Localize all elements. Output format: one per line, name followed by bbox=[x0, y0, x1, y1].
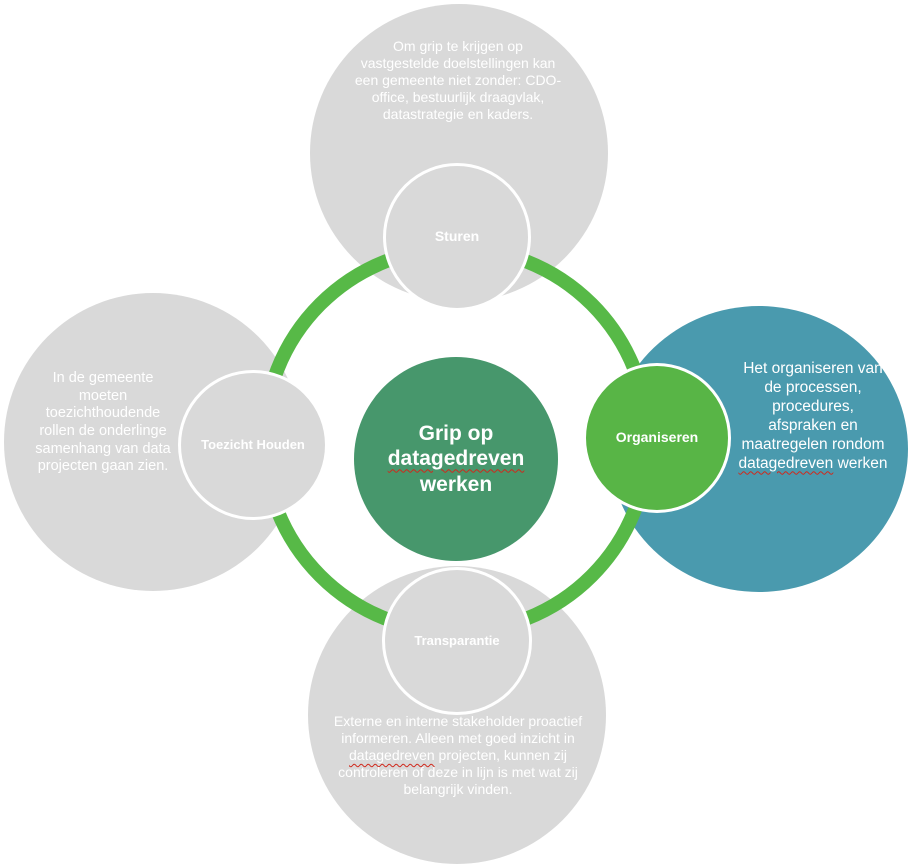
transparantie-description: Externe en interne stakeholder proactief… bbox=[328, 713, 588, 833]
toezicht-description: In de gemeente moeten toezichthoudende r… bbox=[35, 370, 171, 475]
toezicht-node bbox=[178, 370, 328, 520]
sturen-description: Om grip te krijgen op vastgestelde doels… bbox=[354, 38, 562, 123]
center-title: Grip op datagedreven werken bbox=[354, 357, 558, 561]
organiseren-description-post: werken bbox=[837, 454, 888, 472]
center-circle bbox=[354, 357, 558, 561]
organiseren-node bbox=[583, 363, 731, 513]
toezicht-label: Toezicht Houden bbox=[201, 437, 305, 453]
organiseren-description-pre: Het organiseren van de processen, proced… bbox=[741, 360, 885, 453]
transparantie-description-post: projecten, kunnen zij controleren of dez… bbox=[338, 747, 578, 798]
transparantie-description-pre: Externe en interne stakeholder proactief… bbox=[333, 713, 583, 747]
sturen-label: Sturen bbox=[434, 228, 480, 245]
center-title-line2: datagedreven bbox=[387, 447, 525, 471]
organiseren-description: Het organiseren van de processen, proced… bbox=[738, 360, 888, 530]
center-title-line1: Grip op bbox=[418, 422, 494, 446]
transparantie-label: Transparantie bbox=[414, 633, 500, 649]
transparantie-description-word: datagedreven bbox=[349, 747, 435, 764]
organiseren-description-word: datagedreven bbox=[738, 454, 834, 472]
organiseren-label: Organiseren bbox=[615, 429, 699, 446]
sturen-node bbox=[383, 163, 531, 311]
center-title-line3: werken bbox=[419, 472, 493, 496]
transparantie-node bbox=[382, 567, 532, 715]
